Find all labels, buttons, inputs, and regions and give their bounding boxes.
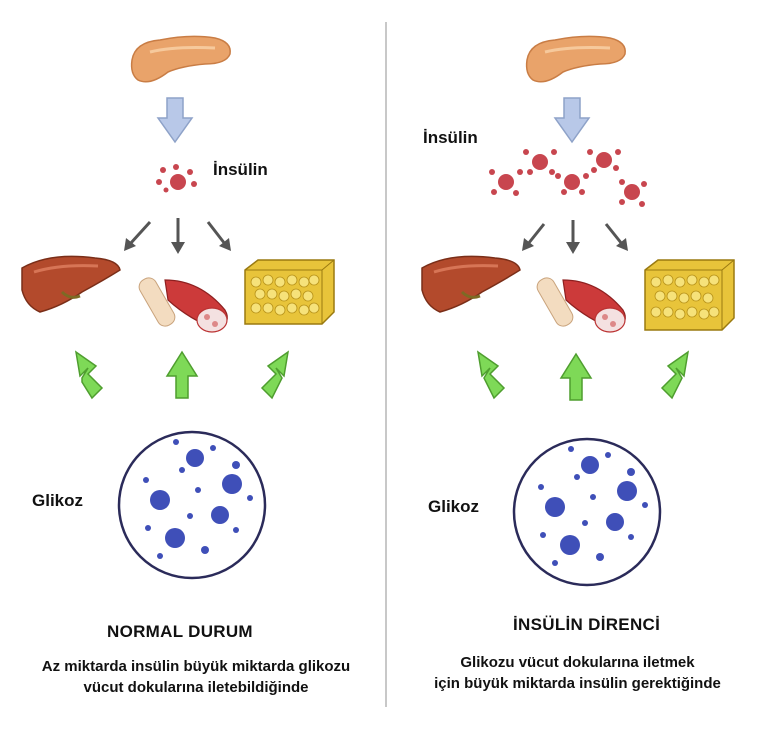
panel-divider bbox=[385, 22, 387, 707]
panel-title: İNSÜLİN DİRENCİ bbox=[513, 615, 661, 634]
insulin-resistance-illustration bbox=[421, 35, 735, 587]
muscle-icon bbox=[138, 277, 228, 333]
caption: Glikozu vücut dokularına iletmek için bü… bbox=[387, 652, 768, 694]
caption-line-2: için büyük miktarda insülin gerektiğinde bbox=[434, 675, 721, 692]
insulin-label: İnsülin bbox=[213, 160, 268, 179]
fat-tissue-icon bbox=[244, 259, 335, 325]
insulin-molecules-icon bbox=[489, 149, 647, 207]
insulin-molecules-icon bbox=[156, 164, 197, 193]
normal-state-illustration bbox=[21, 35, 335, 580]
glucose-label: Glikoz bbox=[428, 497, 480, 516]
liver-icon bbox=[21, 255, 121, 313]
glucose-circle-icon bbox=[117, 430, 267, 580]
green-arrows-icon bbox=[74, 350, 290, 400]
pancreas-icon bbox=[525, 35, 626, 83]
insulin-resistance-panel: İnsülin Glikoz İNSÜLİN DİRENCİ Glikozu v… bbox=[387, 0, 768, 730]
caption-line-2: vücut dokularına iletebildiğinde bbox=[83, 679, 309, 696]
muscle-icon bbox=[536, 277, 626, 333]
green-arrows-icon bbox=[476, 350, 690, 401]
down-arrow-icon bbox=[156, 97, 194, 144]
down-arrow-icon bbox=[553, 97, 591, 144]
distribution-arrows-icon bbox=[124, 218, 231, 254]
fat-tissue-icon bbox=[644, 259, 735, 331]
caption: Az miktarda insülin büyük miktarda gliko… bbox=[6, 656, 386, 698]
caption-line-1: Az miktarda insülin büyük miktarda gliko… bbox=[41, 658, 351, 675]
normal-state-panel: İnsülin Glikoz NORMAL DURUM Az miktarda … bbox=[6, 35, 386, 698]
caption-line-1: Glikozu vücut dokularına iletmek bbox=[460, 654, 695, 671]
glucose-circle-icon bbox=[512, 437, 662, 587]
liver-icon bbox=[421, 255, 521, 313]
pancreas-icon bbox=[130, 35, 231, 83]
panel-title: NORMAL DURUM bbox=[107, 622, 253, 641]
insulin-label: İnsülin bbox=[423, 128, 478, 147]
distribution-arrows-icon bbox=[522, 220, 628, 254]
glucose-label: Glikoz bbox=[32, 491, 84, 510]
